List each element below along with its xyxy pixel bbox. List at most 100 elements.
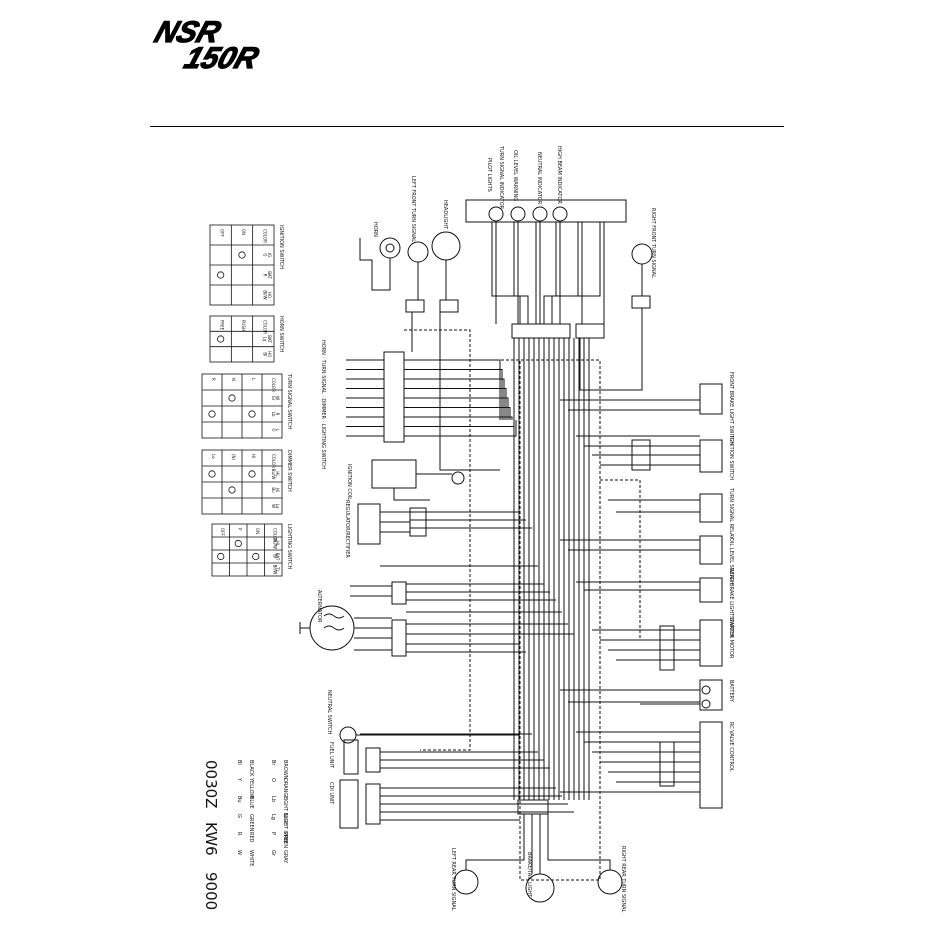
fuel-unit-box xyxy=(343,739,359,775)
switch-table-row-label: Lo xyxy=(211,454,216,459)
wire xyxy=(404,416,513,420)
color-key-name: PINK xyxy=(282,832,288,844)
color-key-name: GRAY xyxy=(282,850,288,864)
connector-block xyxy=(365,747,381,773)
label-rc-valve: RC VALVE CONTROL xyxy=(728,722,734,772)
label-horn: HORN xyxy=(372,222,378,237)
switch-table-color: Br/W xyxy=(272,565,277,575)
switch-contact-icon xyxy=(228,486,236,494)
switch-table-row-label: OFF xyxy=(220,229,225,237)
color-key-code: R xyxy=(236,832,242,836)
switch-table-col-label: BAT xyxy=(267,271,272,279)
connector-block xyxy=(659,741,675,787)
label-turn-indicator: TURN SIGNAL INDICATOR xyxy=(498,145,504,210)
switch-table-row-label: Hi xyxy=(251,454,256,458)
switch-table-title: IGNITION SWITCH xyxy=(278,225,284,269)
pilot-light-icon xyxy=(510,206,526,222)
switch-contact-icon xyxy=(217,552,225,561)
wire xyxy=(491,222,521,324)
turn-signal-relay-box xyxy=(699,493,723,523)
ignition-switch-box xyxy=(699,439,723,473)
label-turn-signal-relay: TURN SIGNAL RELAY xyxy=(728,487,734,540)
cdi-unit-box xyxy=(339,779,359,829)
wire xyxy=(359,238,391,291)
color-key-code: Lb xyxy=(270,796,276,802)
switch-table-row-label: ON xyxy=(241,229,246,235)
switch-table-row-label: COLOR xyxy=(262,229,267,243)
color-key-name: WHITE xyxy=(248,850,254,866)
color-key-name: YELLOW xyxy=(248,777,254,799)
switch-table-color: Bl xyxy=(262,352,267,356)
wire xyxy=(404,378,505,420)
front-brake-switch-box xyxy=(699,383,723,415)
switch-table-color: Lg xyxy=(262,337,267,342)
switch-table-row-label: OFF xyxy=(220,528,225,536)
switch-table-col-label: L xyxy=(275,429,280,432)
connector-block xyxy=(391,581,407,605)
switch-contact-icon xyxy=(248,470,256,478)
connector-block xyxy=(575,323,605,339)
switch-table-color: Lb xyxy=(271,412,276,417)
horn-center-icon xyxy=(385,243,395,253)
switch-table-row-label: R xyxy=(211,378,216,381)
switch-contact-icon xyxy=(248,410,256,418)
switch-contact-icon xyxy=(208,410,216,418)
label-brake-tail-light: BRAKE/TAIL LIGHT xyxy=(526,852,532,898)
headlight-bulb-icon xyxy=(431,231,461,261)
switch-contact-icon xyxy=(228,394,236,402)
connector-block xyxy=(517,799,549,815)
switch-table-color: Br xyxy=(272,554,277,559)
wire xyxy=(404,397,509,420)
wire xyxy=(404,359,501,420)
switch-contact-icon xyxy=(238,251,246,259)
label-left-rear-turn: LEFT REAR TURN SIGNAL xyxy=(450,848,456,911)
switch-table-frame xyxy=(209,315,275,363)
switch-table-color: BI/W xyxy=(262,290,267,299)
label-headlight: HEADLIGHT xyxy=(442,200,448,230)
right-harness-outline xyxy=(600,479,641,640)
switch-table-col-label: Hi xyxy=(275,488,280,492)
connector-block xyxy=(631,295,651,309)
doc-code: 0030Z KW6 9000 xyxy=(202,760,220,910)
right-front-turn-bulb-icon xyxy=(631,243,653,265)
wire xyxy=(439,312,500,471)
switch-table-col-label: BAT xyxy=(267,335,272,343)
switch-contact-icon xyxy=(234,539,242,548)
switch-table-col-label: TL xyxy=(275,566,280,572)
doc-code-c: 9000 xyxy=(202,872,220,910)
connector-block xyxy=(439,299,459,313)
connector-block xyxy=(365,783,381,825)
wire xyxy=(404,388,507,420)
switch-table-col-label: Lo xyxy=(275,504,280,509)
connector-block xyxy=(659,625,675,671)
switch-contact-icon xyxy=(217,271,225,279)
header-divider xyxy=(150,126,784,127)
connector-block xyxy=(383,351,405,443)
color-key-name: BLUE xyxy=(248,796,254,809)
color-key-code: Bl xyxy=(236,760,242,765)
color-key-name: LIGHT GREEN xyxy=(282,814,288,848)
label-alternator: ALTERNATOR xyxy=(316,590,322,623)
switch-table-color: Gr xyxy=(271,396,276,401)
color-key-code: P xyxy=(270,832,276,835)
label-left-front-turn: LEFT FRONT TURN SIGNAL xyxy=(410,176,416,242)
left-front-turn-bulb-icon xyxy=(407,241,429,263)
color-key-name: BROWN xyxy=(282,760,288,780)
label-ignition-switch: IGNITION SWITCH xyxy=(728,436,734,480)
switch-table-row-label: L xyxy=(251,378,256,381)
label-oil-level-warning: OIL LEVEL WARNING xyxy=(512,150,518,201)
switch-contact-icon xyxy=(217,335,225,343)
nsr150r-logo: NSR 150R xyxy=(150,14,264,72)
color-key-code: Gr xyxy=(270,850,276,857)
alternator-coil-icon xyxy=(323,613,345,631)
color-key-code: Y xyxy=(236,777,242,782)
oil-level-switch-box xyxy=(699,535,723,565)
color-key-name: LIGHT BLUE xyxy=(282,796,288,825)
label-neutral-switch: NEUTRAL SWITCH xyxy=(326,690,332,735)
battery-box xyxy=(699,679,723,711)
connector-block xyxy=(405,299,425,313)
switch-table-color: Bu/W xyxy=(271,469,276,480)
color-key-code: Br xyxy=(270,760,276,766)
